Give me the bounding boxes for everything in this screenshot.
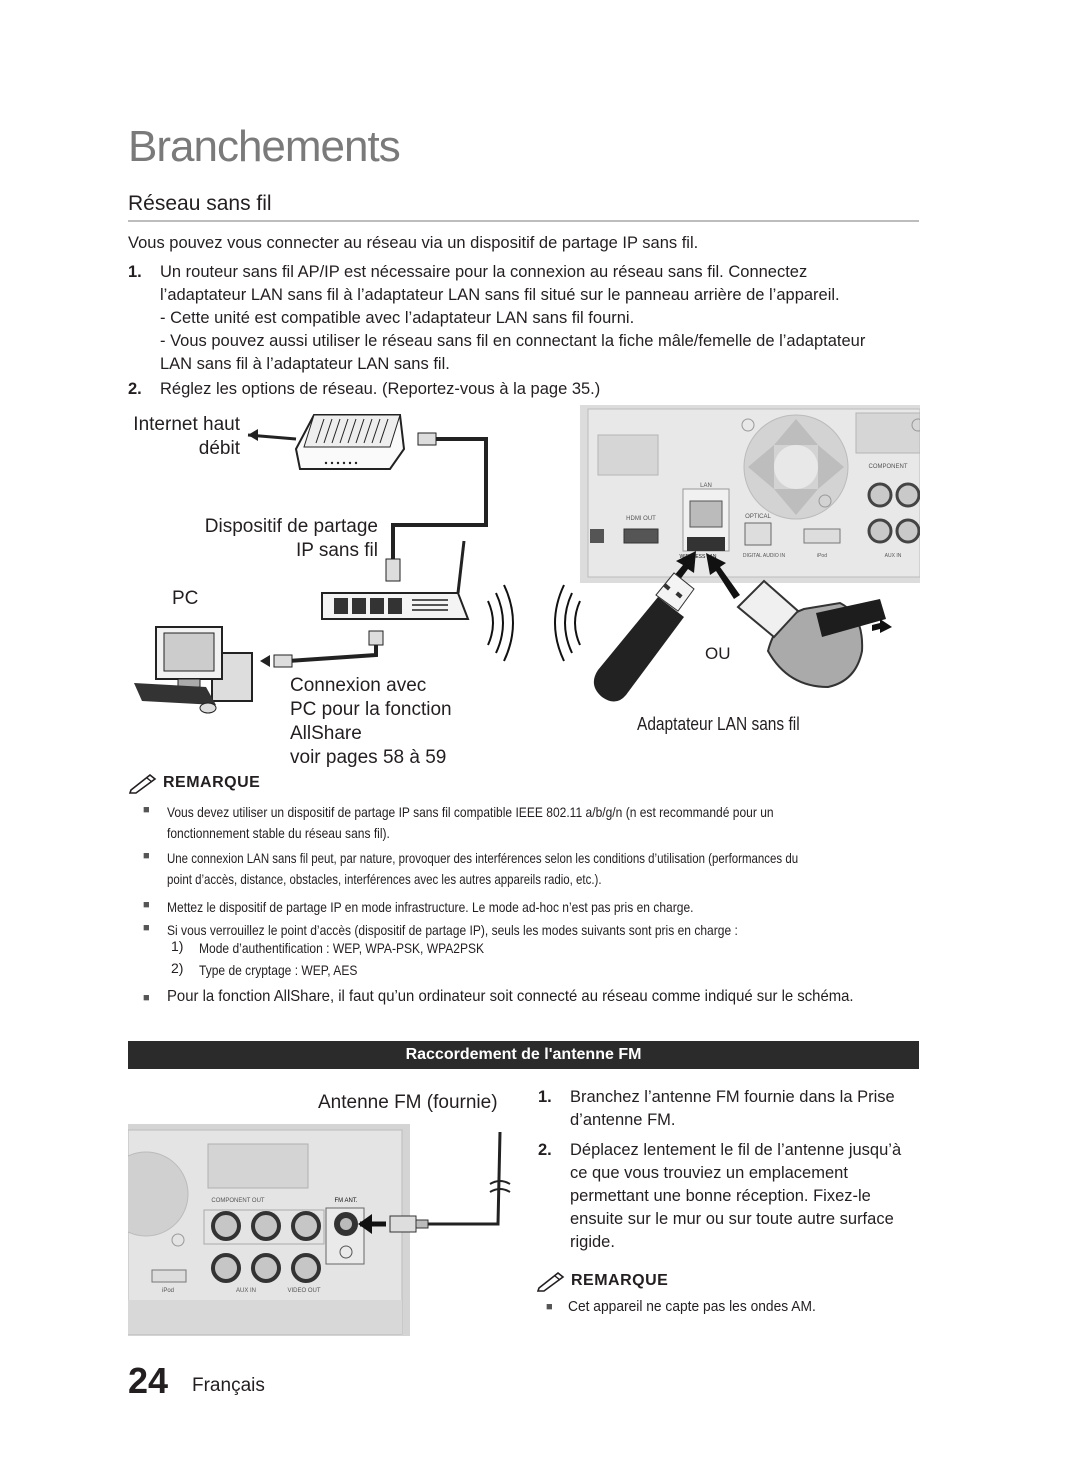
panel-label-aux: AUX IN: [885, 553, 902, 559]
usb-adapter-illustration: [593, 572, 695, 702]
panel-label-wireless: WIRELESS LAN: [680, 554, 717, 560]
page-language: Français: [192, 1375, 265, 1396]
router-illustration: [321, 540, 470, 620]
note-line: Une connexion LAN sans fil peut, par nat…: [167, 850, 799, 866]
usb-cradle-illustration: [736, 579, 892, 689]
page-number: 24: [128, 1360, 169, 1401]
label-ou: OU: [705, 644, 731, 663]
label-internet: Internet haut débit: [118, 414, 240, 460]
step-number: 2.: [128, 380, 142, 398]
step-line: Un routeur sans fil AP/IP est nécessaire…: [160, 263, 808, 281]
note-line: point d’accès, distance, obstacles, inte…: [167, 871, 602, 887]
fm-step-line: permettant une bonne réception. Fixez-le: [570, 1187, 871, 1205]
note-pencil-icon: [128, 772, 158, 794]
bullet-square-icon: ■: [143, 922, 150, 934]
arrow-up-right: [706, 553, 740, 599]
pc-illustration: [134, 626, 253, 714]
modem-illustration: [294, 414, 406, 470]
panel-label-digital-audio: DIGITAL AUDIO IN: [743, 553, 786, 559]
fm-antenna-label: Antenne FM (fournie): [318, 1092, 498, 1113]
label-connexion-line1: Connexion avec: [290, 675, 427, 696]
panel-label-hdmi-out: HDMI OUT: [626, 516, 656, 522]
bullet-square-icon: ■: [546, 1301, 553, 1313]
step-line: LAN sans fil à l’adaptateur LAN sans fil…: [160, 355, 450, 373]
intro-text: Vous pouvez vous connecter au réseau via…: [128, 234, 699, 252]
fm-step-line: d’antenne FM.: [570, 1111, 676, 1129]
fm-step-line: Déplacez lentement le fil de l’antenne j…: [570, 1141, 902, 1159]
sub-note-text: Type de cryptage : WEP, AES: [199, 962, 358, 978]
sub-note-number: 2): [171, 960, 184, 976]
step-line: Réglez les options de réseau. (Reportez-…: [160, 380, 601, 398]
label-connexion-pages: voir pages 58 à 59: [290, 747, 447, 768]
note-line: Vous devez utiliser un dispositif de par…: [167, 804, 774, 820]
network-diagram: LAN HDMI OUT OPTICAL DIGITAL AUDIO IN iP…: [134, 405, 920, 714]
section-title: Réseau sans fil: [128, 192, 272, 215]
note-line: fonctionnement stable du réseau sans fil…: [167, 825, 390, 841]
step-2: 2. Réglez les options de réseau. (Report…: [128, 378, 919, 402]
notes-list: ■ Vous devez utiliser un dispositif de p…: [143, 802, 919, 943]
sub-note: 2) Type de cryptage : WEP, AES: [171, 960, 871, 982]
step-line: - Vous pouvez aussi utiliser le réseau s…: [160, 332, 866, 350]
section-rule: [128, 220, 919, 222]
chapter-title: Branchements: [128, 122, 401, 171]
remarque-title: REMARQUE: [163, 774, 261, 791]
panel-label-lan: LAN: [700, 483, 712, 489]
fm-step-2: 2. Déplacez lentement le fil de l’antenn…: [538, 1139, 920, 1259]
fm-diagram: COMPONENT OUT FM ANT. iPod AUX IN VIDEO …: [128, 1124, 511, 1336]
sub-note: 1) Mode d’authentification : WEP, WPA-PS…: [171, 938, 871, 960]
sub-note-text: Mode d’authentification : WEP, WPA-PSK, …: [199, 940, 485, 956]
fm-step-number: 1.: [538, 1088, 552, 1106]
note-item: ■ Si vous verrouillez le point d’accès (…: [143, 920, 919, 943]
allshare-note: ■ Pour la fonction AllShare, il faut qu’…: [143, 988, 919, 1006]
rear-panel-illustration: LAN HDMI OUT OPTICAL DIGITAL AUDIO IN iP…: [580, 405, 920, 583]
fm-step-line: Branchez l’antenne FM fournie dans la Pr…: [570, 1088, 895, 1106]
label-pc: PC: [172, 588, 199, 609]
fm-section-banner: Raccordement de l'antenne FM: [128, 1041, 919, 1069]
fm-panel-label-component: COMPONENT OUT: [211, 1198, 265, 1204]
fm-panel-label-aux: AUX IN: [236, 1288, 256, 1294]
step-1: 1. Un routeur sans fil AP/IP est nécessa…: [128, 261, 919, 381]
bullet-square-icon: ■: [143, 850, 150, 862]
wireless-waves: [487, 584, 581, 662]
allshare-note-text: Pour la fonction AllShare, il faut qu’un…: [167, 988, 854, 1005]
label-ip-sharer-line1: Dispositif de partage: [204, 516, 378, 537]
note-line: Si vous verrouillez le point d’accès (di…: [167, 922, 738, 938]
panel-label-ipod: iPod: [817, 553, 827, 559]
fm-note: ■ Cet appareil ne capte pas les ondes AM…: [546, 1298, 837, 1316]
note-line: Mettez le dispositif de partage IP en mo…: [167, 899, 694, 915]
label-internet-line2: débit: [198, 438, 240, 459]
bullet-square-icon: ■: [143, 899, 150, 911]
fm-step-line: rigide.: [570, 1233, 615, 1251]
fm-note-pencil-icon: [536, 1270, 566, 1292]
label-internet-line1: Internet haut: [133, 414, 240, 435]
sub-notes: 1) Mode d’authentification : WEP, WPA-PS…: [171, 938, 871, 982]
fm-note-text: Cet appareil ne capte pas les ondes AM.: [568, 1298, 816, 1315]
label-adapter: Adaptateur LAN sans fil: [637, 714, 800, 734]
sub-note-number: 1): [171, 938, 184, 954]
step-line: l’adaptateur LAN sans fil à l’adaptateur…: [160, 286, 840, 304]
panel-label-component: COMPONENT: [869, 464, 908, 470]
fm-panel-label-fm-ant: FM ANT.: [334, 1198, 357, 1204]
fm-step-line: ce que vous trouviez un emplacement: [570, 1164, 848, 1182]
label-connexion-line2: PC pour la fonction: [290, 699, 452, 720]
bullet-square-icon: ■: [143, 804, 150, 816]
step-line: - Cette unité est compatible avec l’adap…: [160, 309, 635, 327]
label-connexion-line3: AllShare: [290, 723, 362, 744]
fm-panel-label-video-out: VIDEO OUT: [287, 1288, 320, 1294]
fm-remarque-title: REMARQUE: [571, 1272, 669, 1289]
fm-step-line: ensuite sur le mur ou sur toute autre su…: [570, 1210, 894, 1228]
label-ip-sharer: Dispositif de partage IP sans fil: [160, 516, 378, 562]
label-ip-sharer-line2: IP sans fil: [295, 540, 378, 561]
panel-label-optical: OPTICAL: [745, 514, 771, 520]
fm-panel-label-ipod: iPod: [162, 1288, 174, 1294]
fm-step-1: 1. Branchez l’antenne FM fournie dans la…: [538, 1086, 920, 1136]
fm-step-number: 2.: [538, 1141, 552, 1159]
note-item: ■ Vous devez utiliser un dispositif de p…: [143, 802, 919, 844]
step-number: 1.: [128, 263, 142, 281]
note-item: ■ Mettez le dispositif de partage IP en …: [143, 897, 919, 920]
bullet-square-icon: ■: [143, 992, 150, 1004]
note-item: ■ Une connexion LAN sans fil peut, par n…: [143, 848, 919, 897]
label-connexion: Connexion avec PC pour la fonction AllSh…: [290, 674, 452, 770]
